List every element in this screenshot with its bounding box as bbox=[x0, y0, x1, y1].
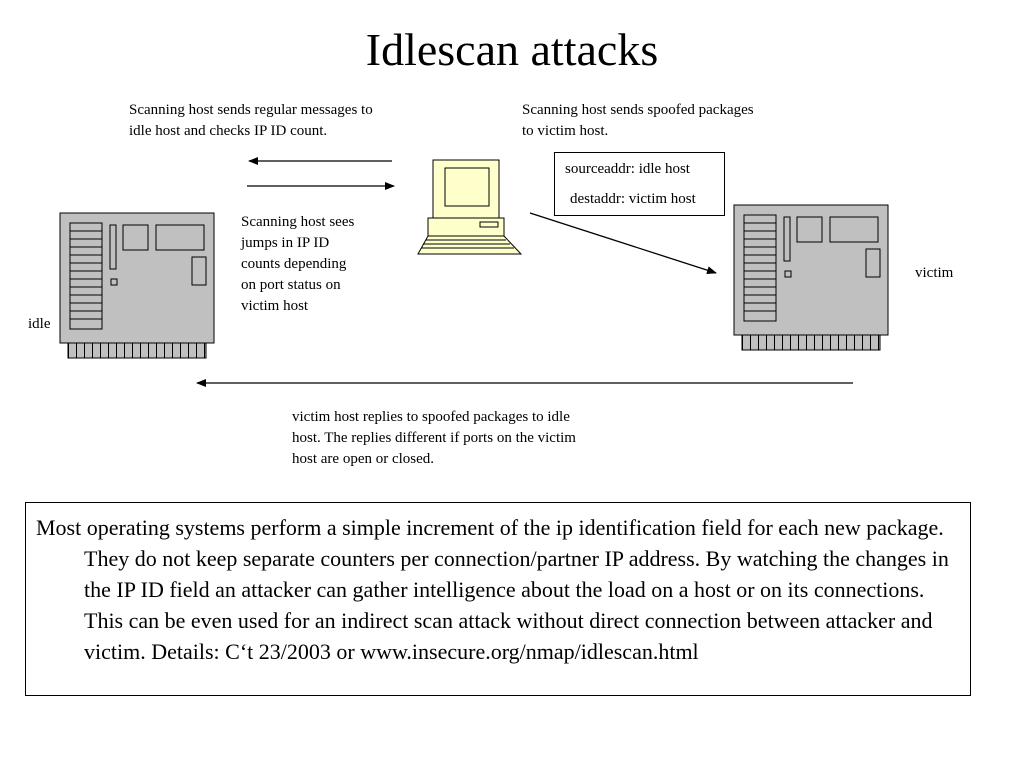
server-icon bbox=[59, 212, 215, 359]
description-text: Most operating systems perform a simple … bbox=[36, 515, 949, 664]
server-icon bbox=[733, 204, 889, 351]
note-scanning-sees: Scanning host sees jumps in IP ID counts… bbox=[241, 214, 355, 314]
note-scanning-spoofed: Scanning host sends spoofed packages to … bbox=[522, 102, 754, 139]
note-scanning-regular: Scanning host sends regular messages to … bbox=[129, 102, 373, 139]
packet-source-label: sourceaddr: idle host bbox=[565, 161, 690, 177]
victim-host-label: victim bbox=[915, 265, 954, 281]
idle-host-label: idle bbox=[28, 316, 51, 332]
page-title: Idlescan attacks bbox=[365, 24, 659, 75]
arrow-spoofed-to-victim bbox=[529, 212, 717, 275]
note-victim-replies: victim host replies to spoofed packages … bbox=[292, 409, 576, 467]
computer-icon bbox=[417, 159, 523, 255]
spoofed-packet-box: sourceaddr: idle host destaddr: victim h… bbox=[554, 152, 725, 216]
packet-dest-label: destaddr: victim host bbox=[570, 191, 696, 207]
description-box: Most operating systems perform a simple … bbox=[25, 502, 971, 696]
diagram-canvas bbox=[59, 157, 889, 387]
